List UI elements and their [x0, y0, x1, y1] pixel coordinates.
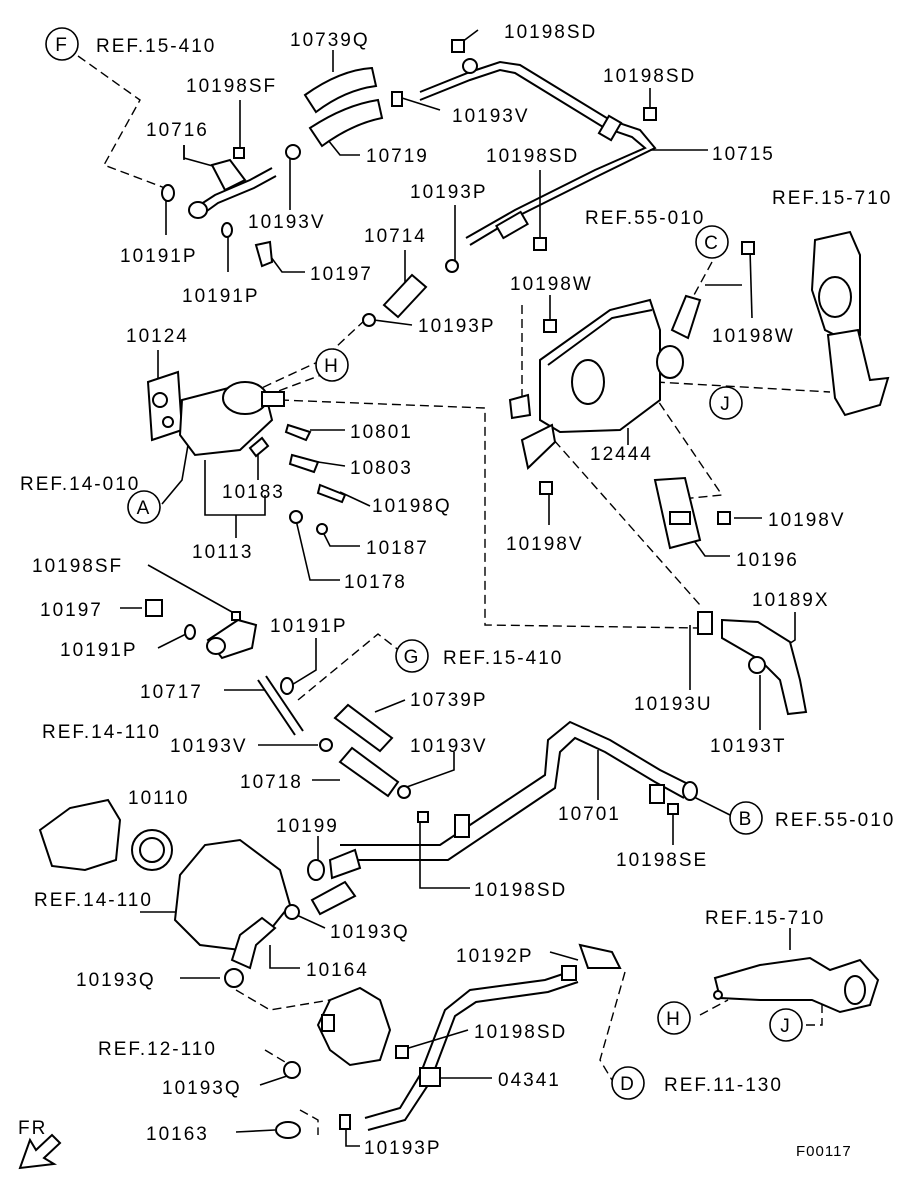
callout-f: F: [45, 27, 79, 61]
ref-label: REF.15-710: [772, 188, 892, 209]
part-label: 10198SD: [504, 22, 597, 43]
part-label: 10178: [344, 572, 407, 593]
part-label: 10193V: [248, 212, 326, 233]
reference-labels: REF.15-410 REF.15-710 REF.55-010 REF.14-…: [20, 36, 895, 1096]
callout-j-lower: J: [769, 1008, 803, 1042]
part-label: 10193V: [410, 736, 488, 757]
part-label: 10739P: [410, 690, 488, 711]
part-label: 10113: [192, 542, 253, 563]
ref-label: REF.15-710: [705, 908, 825, 929]
part-label: 10191P: [60, 640, 138, 661]
svg-text:G: G: [404, 647, 421, 668]
svg-text:H: H: [324, 356, 340, 377]
part-label: 10715: [712, 144, 775, 165]
part-labels: 10739Q 10198SD 10198SF 10193V 10198SD 10…: [32, 22, 846, 1159]
part-label: 10124: [126, 326, 189, 347]
ref-label: REF.14-110: [42, 722, 161, 743]
part-label: 10198SD: [474, 1022, 567, 1043]
part-label: 10193V: [170, 736, 248, 757]
ref-label: REF.15-410: [443, 648, 563, 669]
callout-h: H: [315, 348, 349, 382]
callout-j: J: [709, 386, 743, 420]
figure-code: F00117: [796, 1143, 852, 1160]
part-label: 10193Q: [76, 970, 156, 991]
part-label: 10718: [240, 772, 303, 793]
part-label: 10717: [140, 682, 203, 703]
part-label: 10192P: [456, 946, 534, 967]
part-label: 10198SD: [474, 880, 567, 901]
part-label: 10198SF: [32, 556, 123, 577]
svg-text:C: C: [704, 233, 720, 254]
svg-text:B: B: [739, 809, 754, 830]
svg-text:F: F: [55, 35, 69, 56]
part-label: 10196: [736, 550, 799, 571]
part-label: 10183: [222, 482, 285, 503]
part-label: 10193U: [634, 694, 713, 715]
part-label: 10714: [364, 226, 427, 247]
callout-c: C: [695, 225, 729, 259]
part-label: 04341: [498, 1070, 561, 1091]
part-label: 10193Q: [330, 922, 410, 943]
ref-label: REF.11-130: [664, 1075, 783, 1096]
part-label: 10198SE: [616, 850, 708, 871]
part-label: 10198Q: [372, 496, 452, 517]
part-label: 10198SF: [186, 76, 277, 97]
part-label: 10198SD: [486, 146, 579, 167]
part-label: 10739Q: [290, 30, 370, 51]
part-label: 10191P: [270, 616, 348, 637]
svg-text:D: D: [620, 1074, 636, 1095]
ref-label: REF.14-010: [20, 474, 140, 495]
part-label: 10198V: [506, 534, 584, 555]
svg-text:H: H: [666, 1009, 682, 1030]
part-label: 10719: [366, 146, 429, 167]
part-label: 10198W: [712, 326, 795, 347]
part-label: 10803: [350, 458, 413, 479]
part-label: 10193P: [364, 1138, 442, 1159]
callout-h-lower: H: [657, 1001, 691, 1035]
part-label: 10701: [558, 804, 621, 825]
part-label: 12444: [590, 444, 653, 465]
callout-b: B: [729, 801, 763, 835]
svg-text:J: J: [720, 394, 732, 415]
ref-label: REF.12-110: [98, 1039, 217, 1060]
part-label: 10198SD: [603, 66, 696, 87]
part-label: 10191P: [182, 286, 260, 307]
part-label: 10197: [310, 264, 373, 285]
part-label: 10193P: [410, 182, 488, 203]
part-label: 10801: [350, 422, 413, 443]
part-label: 10187: [366, 538, 429, 559]
part-label: 10193Q: [162, 1078, 242, 1099]
svg-text:J: J: [780, 1016, 792, 1037]
part-label: 10164: [306, 960, 369, 981]
part-label: 10189X: [752, 590, 830, 611]
callout-g: G: [395, 639, 429, 673]
part-label: 10110: [128, 788, 189, 809]
ref-label: REF.15-410: [96, 36, 216, 57]
part-label: 10198V: [768, 510, 846, 531]
ref-label: REF.55-010: [585, 208, 705, 229]
part-label: 10193V: [452, 106, 530, 127]
part-label: 10197: [40, 600, 103, 621]
callout-a: A: [127, 490, 161, 524]
part-label: 10193P: [418, 316, 496, 337]
ref-label: REF.14-110: [34, 890, 153, 911]
front-direction-label: FR: [18, 1118, 47, 1139]
callout-d: D: [611, 1066, 645, 1100]
part-label: 10199: [276, 816, 339, 837]
part-label: 10716: [146, 120, 209, 141]
part-label: 10193T: [710, 736, 786, 757]
part-label: 10163: [146, 1124, 209, 1145]
part-label: 10198W: [510, 274, 593, 295]
part-label: 10191P: [120, 246, 198, 267]
ref-label: REF.55-010: [775, 810, 895, 831]
component-drawings: [18, 39, 890, 1170]
svg-text:A: A: [137, 498, 152, 519]
